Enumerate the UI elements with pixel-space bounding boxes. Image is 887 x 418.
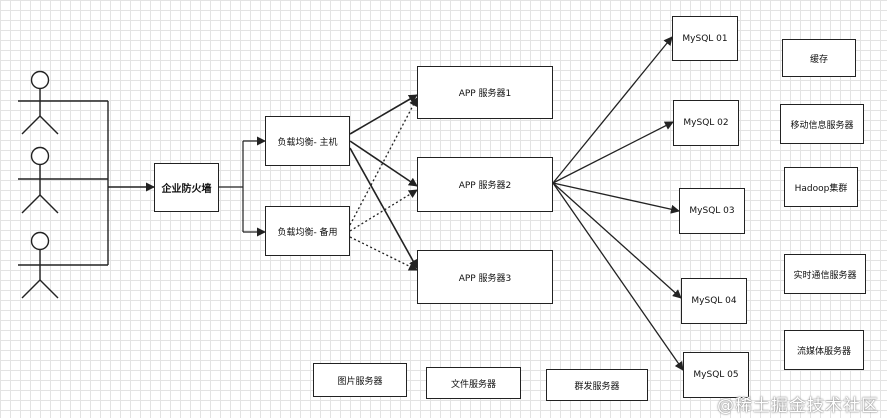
arrow-app2-mysql04 [552, 182, 682, 299]
bottom-server-label: 文件服务器 [450, 379, 496, 390]
streaming-media-server-box[interactable]: 流媒体服务器 [784, 330, 864, 370]
app-server-label: APP 服务器2 [458, 181, 512, 191]
service-label: 实时通信服务器 [793, 270, 857, 281]
mysql-node-05[interactable]: MySQL 05 [683, 352, 749, 398]
arrow-lb-main-app1 [349, 94, 418, 135]
mysql-label: MySQL 03 [689, 206, 735, 216]
arrow-lb-main-app3 [349, 147, 418, 269]
app-server-3[interactable]: APP 服务器3 [417, 250, 553, 304]
bottom-server-label: 图片服务器 [337, 376, 383, 387]
mysql-node-01[interactable]: MySQL 01 [672, 16, 738, 61]
service-label: 缓存 [809, 54, 828, 65]
app-server-2[interactable]: APP 服务器2 [417, 157, 553, 212]
app-server-1[interactable]: APP 服务器1 [417, 66, 553, 119]
bottom-server-label: 群发服务器 [574, 381, 620, 392]
app-server-label: APP 服务器1 [458, 89, 512, 99]
arrow-app2-mysql01 [552, 36, 673, 184]
image-server-box[interactable]: 图片服务器 [313, 363, 407, 397]
mysql-label: MySQL 02 [683, 118, 729, 128]
user-icon [18, 70, 62, 135]
mass-message-server-box[interactable]: 群发服务器 [546, 369, 648, 401]
user-icon [18, 231, 62, 299]
realtime-comm-server-box[interactable]: 实时通信服务器 [784, 254, 866, 294]
load-balancer-main[interactable]: 负载均衡- 主机 [265, 116, 350, 166]
load-balancer-backup-label: 负载均衡- 备用 [277, 227, 338, 238]
firewall-connectors [219, 141, 244, 232]
mysql-node-03[interactable]: MySQL 03 [679, 188, 745, 234]
arrow-lb-main-app2 [349, 140, 418, 187]
mysql-label: MySQL 05 [693, 370, 739, 380]
arrow-app2-mysql05 [552, 182, 684, 371]
service-label: 移动信息服务器 [790, 120, 854, 131]
firewall-label: 企业防火墙 [161, 184, 212, 195]
load-balancer-backup[interactable]: 负载均衡- 备用 [265, 206, 350, 256]
mobile-message-server-box[interactable]: 移动信息服务器 [780, 104, 864, 144]
watermark: @稀土掘金技术社区 [717, 396, 879, 416]
arrow-lb-backup-app1 [349, 97, 418, 226]
file-server-box[interactable]: 文件服务器 [426, 367, 521, 399]
user-icon [18, 146, 62, 214]
cache-box[interactable]: 缓存 [782, 39, 856, 77]
arrow-lb-backup-app2 [349, 189, 418, 232]
mysql-node-02[interactable]: MySQL 02 [673, 100, 739, 146]
mysql-node-04[interactable]: MySQL 04 [681, 278, 747, 324]
service-label: Hadoop集群 [794, 183, 848, 194]
firewall-box[interactable]: 企业防火墙 [154, 163, 219, 212]
load-balancer-main-label: 负载均衡- 主机 [277, 137, 338, 148]
service-label: 流媒体服务器 [796, 346, 851, 357]
app-server-label: APP 服务器3 [458, 273, 512, 284]
mysql-label: MySQL 04 [691, 296, 737, 306]
arrow-app2-mysql02 [552, 121, 674, 184]
arrow-app2-mysql03 [552, 182, 680, 214]
hadoop-cluster-box[interactable]: Hadoop集群 [784, 167, 858, 207]
mysql-label: MySQL 01 [682, 33, 728, 44]
arrow-lb-backup-app3 [349, 236, 418, 271]
user-connectors [62, 100, 109, 266]
